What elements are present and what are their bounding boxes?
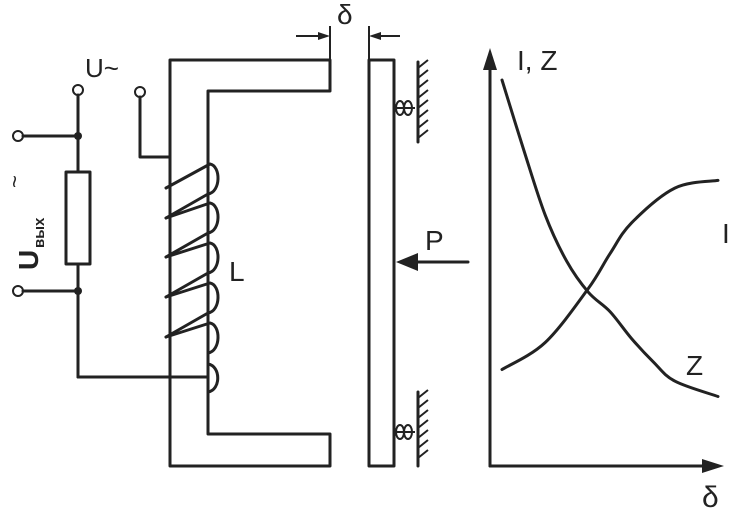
coil-winding — [164, 162, 220, 394]
supply-circuit — [134, 86, 172, 159]
x-axis-arrow — [702, 459, 724, 473]
wall-hatching-bottom — [417, 389, 429, 459]
output-label-sub: вых — [31, 217, 48, 248]
force-label: P — [425, 225, 444, 256]
y-axis-arrow — [483, 48, 497, 70]
curve-i-label: I — [722, 218, 730, 249]
curve-i — [500, 178, 720, 371]
curve-z-label: Z — [686, 350, 703, 381]
coil-label: L — [229, 256, 245, 287]
spring-bottom — [394, 389, 429, 468]
y-axis-label: I, Z — [517, 45, 557, 76]
armature-plate — [367, 58, 396, 468]
wire-to-coil-top — [138, 95, 172, 159]
gap-dimension — [296, 26, 400, 60]
spring-top — [394, 59, 429, 144]
gap-label: δ — [337, 0, 353, 30]
curve-z — [500, 78, 720, 398]
output-label-main: U — [13, 250, 44, 270]
magnetic-core — [168, 58, 332, 468]
x-axis-label: δ — [702, 481, 719, 513]
output-circuit — [12, 84, 210, 379]
chart-axes — [483, 48, 724, 473]
force-arrow — [396, 253, 470, 271]
supply-label: U~ — [85, 53, 119, 83]
output-voltage-label: U вых ~ — [2, 175, 48, 270]
output-label-tilde: ~ — [2, 175, 27, 188]
load-resistor — [64, 170, 92, 266]
wall-hatching-top — [417, 59, 429, 139]
